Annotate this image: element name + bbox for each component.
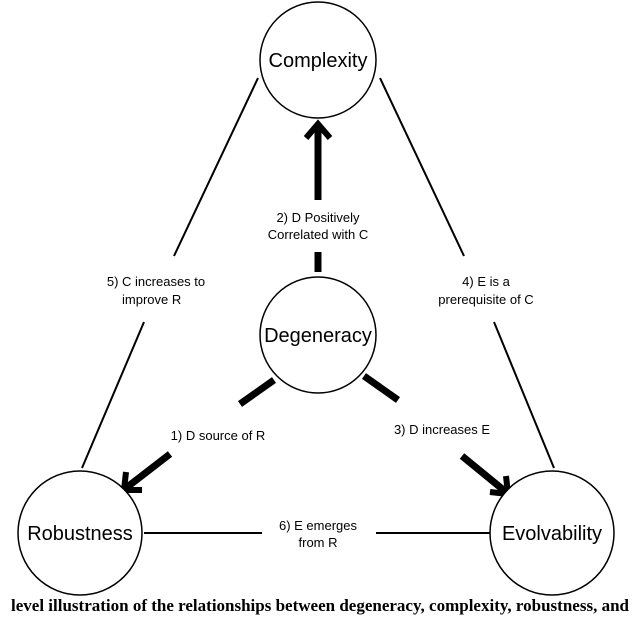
- edge-label-5-line2: improve R: [122, 292, 181, 307]
- node-evolvability: Evolvability: [489, 470, 615, 596]
- edge-complexity-evolvability-lower: [493, 321, 555, 469]
- edge-label-6-line1: 6) E emerges: [279, 518, 358, 533]
- edge-label-3: 3) D increases E: [394, 422, 490, 437]
- edge-label-4-line2: prerequisite of C: [438, 292, 533, 307]
- edge-complexity-evolvability: [379, 77, 465, 257]
- node-robustness: Robustness: [17, 470, 143, 596]
- arrow-degeneracy-complexity-head: [303, 119, 333, 140]
- edge-complexity-robustness-lower: [81, 321, 145, 469]
- arrow-degeneracy-robustness-upper: [237, 377, 277, 407]
- edge-label-6-line2: from R: [299, 535, 338, 550]
- node-robustness-label: Robustness: [27, 523, 133, 545]
- figure-caption: level illustration of the relationships …: [11, 596, 629, 615]
- arrow-degeneracy-robustness-lower: [123, 451, 173, 491]
- node-complexity: Complexity: [259, 1, 377, 119]
- node-degeneracy-label: Degeneracy: [264, 325, 372, 347]
- node-degeneracy: Degeneracy: [259, 276, 377, 394]
- node-evolvability-label: Evolvability: [502, 523, 602, 545]
- edge-label-1: 1) D source of R: [171, 428, 266, 443]
- edge-label-5-line1: 5) C increases to: [107, 274, 205, 289]
- relationship-diagram: Complexity Degeneracy Robustness Evolvab…: [17, 1, 615, 596]
- arrow-degeneracy-evolvability-lower: [459, 453, 509, 495]
- node-complexity-label: Complexity: [269, 50, 368, 72]
- edge-complexity-robustness: [173, 77, 259, 257]
- edge-label-2-line2: Correlated with C: [268, 227, 368, 242]
- arrow-degeneracy-evolvability-upper: [361, 373, 401, 403]
- edge-label-4-line1: 4) E is a: [462, 274, 510, 289]
- edge-label-2-line1: 2) D Positively: [276, 210, 360, 225]
